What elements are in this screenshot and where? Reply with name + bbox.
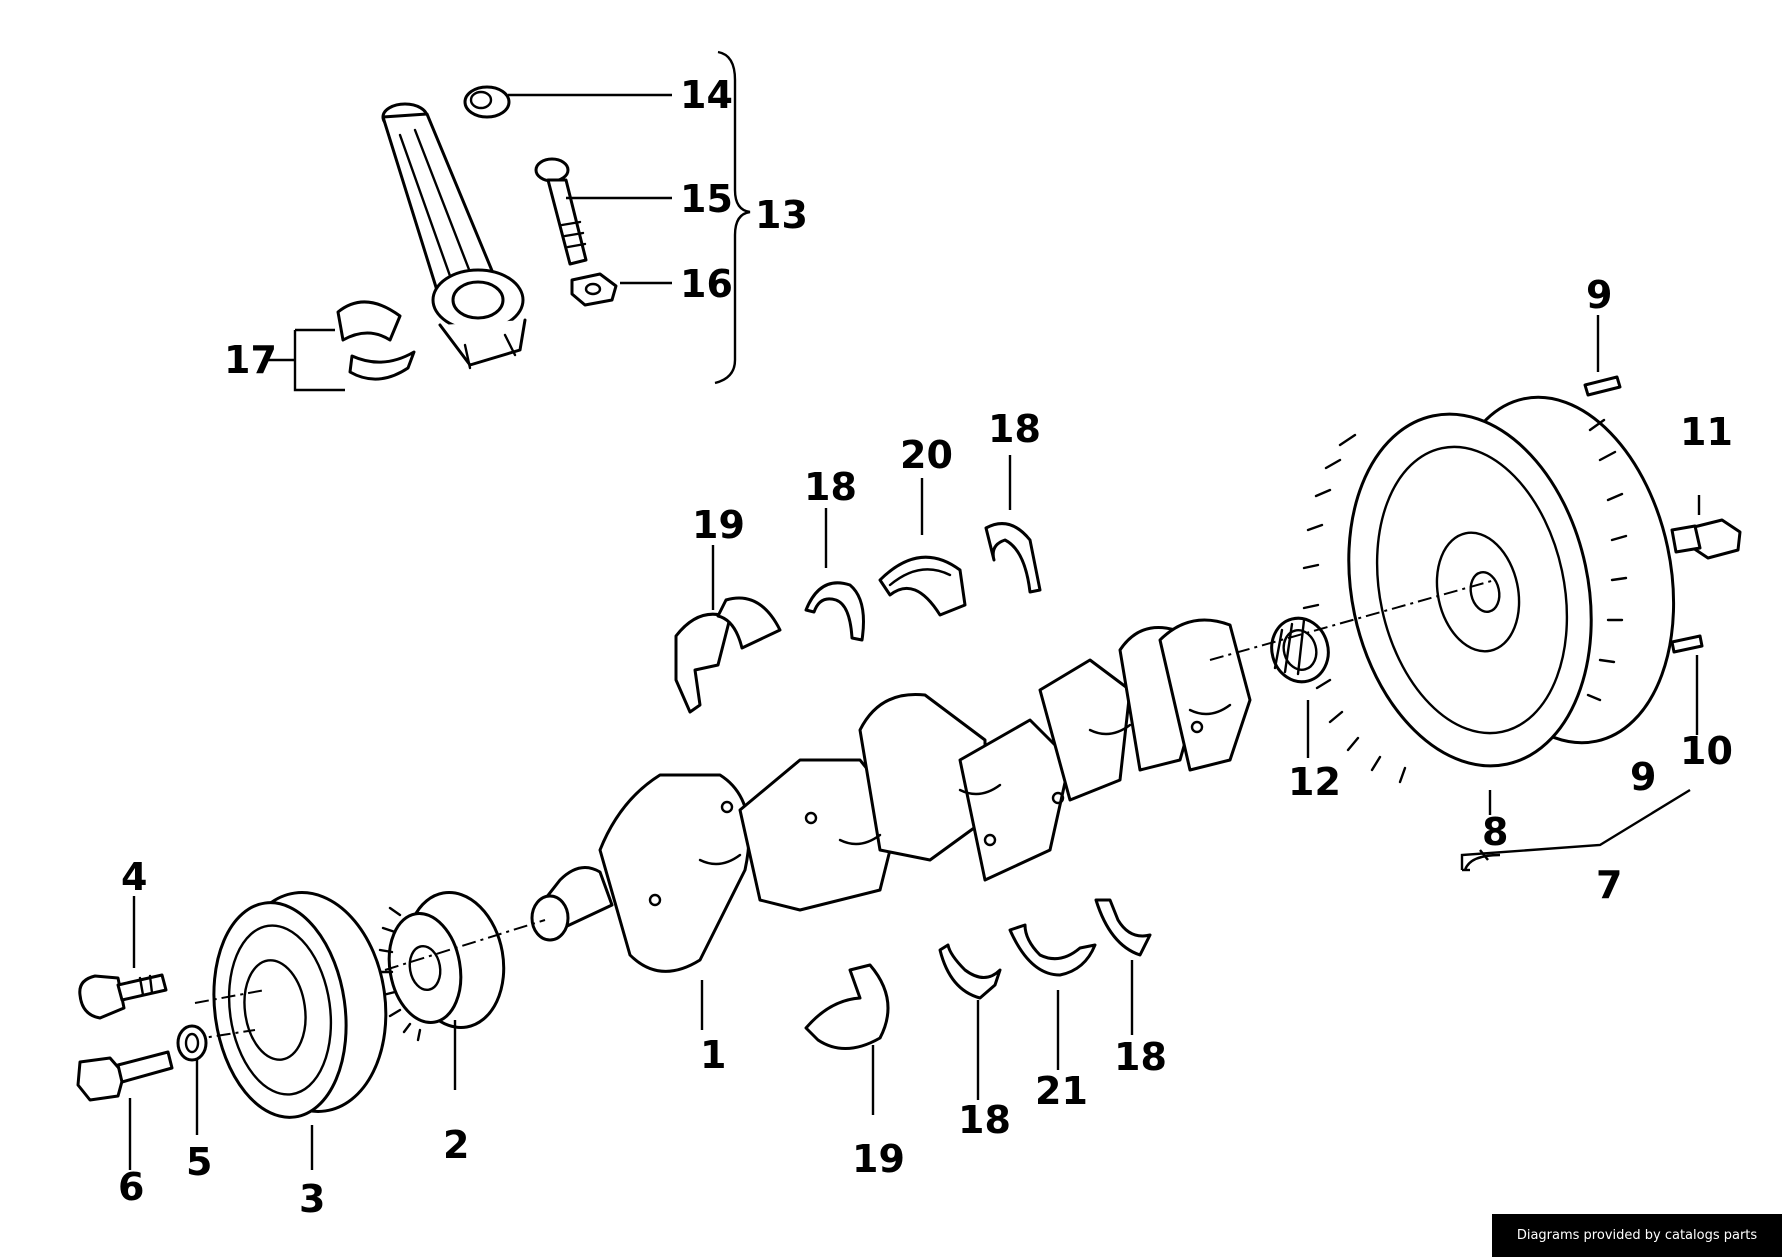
flywheel — [1302, 395, 1676, 784]
callout-1: 1 — [700, 1033, 726, 1077]
rod-bolt — [534, 157, 588, 266]
callout-5: 5 — [186, 1140, 212, 1184]
pulley-bolt — [76, 1050, 174, 1102]
callout-19-upper: 19 — [692, 503, 745, 547]
callout-21: 21 — [1035, 1069, 1088, 1113]
diagram-credit-banner: Diagrams provided by catalogs parts — [1492, 1214, 1782, 1257]
pulley-bolt-short — [78, 973, 168, 1020]
callout-17: 17 — [224, 338, 277, 382]
washer — [176, 1024, 208, 1062]
thrust-washer-lower-18c — [938, 943, 1002, 1000]
small-end-bushing — [463, 85, 511, 119]
crankshaft-pulley — [189, 891, 388, 1119]
callout-13: 13 — [755, 193, 808, 237]
thrust-washer-lower-18d — [1094, 898, 1152, 957]
callout-18-lower-right: 18 — [1114, 1035, 1167, 1079]
callout-3: 3 — [299, 1177, 325, 1221]
leader-lines — [128, 50, 1701, 1170]
callout-labels: 1 2 3 4 5 6 7 8 9 9 10 11 12 13 14 15 16… — [118, 73, 1733, 1221]
flywheel-bolt — [1670, 518, 1742, 560]
callout-6: 6 — [118, 1165, 144, 1209]
callout-15: 15 — [680, 177, 733, 221]
rod-bearing-shells — [336, 300, 416, 381]
dowel-pins — [1583, 375, 1704, 654]
callout-2: 2 — [443, 1123, 469, 1167]
connecting-rod — [381, 102, 527, 370]
callout-8: 8 — [1482, 810, 1508, 854]
needle-bearing — [1270, 616, 1330, 684]
callout-4: 4 — [121, 855, 147, 899]
rod-nut — [570, 272, 618, 307]
callout-11: 11 — [1680, 410, 1733, 454]
callout-12: 12 — [1288, 760, 1341, 804]
callout-9-pin: 9 — [1586, 273, 1612, 317]
crankshaft — [530, 579, 1496, 973]
callout-10: 10 — [1680, 729, 1733, 773]
thrust-washer-upper-18b — [984, 522, 1042, 594]
callout-18-upper-right: 18 — [988, 407, 1041, 451]
callout-16: 16 — [680, 262, 733, 306]
callout-7: 7 — [1596, 863, 1622, 907]
callout-19-lower: 19 — [852, 1137, 905, 1181]
callout-14: 14 — [680, 73, 733, 117]
timing-gear — [378, 891, 546, 1042]
callout-18-upper-left: 18 — [804, 465, 857, 509]
callout-18-lower-left: 18 — [958, 1098, 1011, 1142]
thrust-washer-upper-18a — [804, 581, 865, 642]
main-bearing-upper-20 — [878, 555, 967, 617]
main-bearing-lower-21 — [1008, 923, 1097, 977]
callout-20: 20 — [900, 433, 953, 477]
main-bearing-lower-19 — [804, 963, 890, 1050]
callout-9-bracket: 9 — [1630, 755, 1656, 799]
main-bearing-upper-19 — [674, 596, 782, 714]
